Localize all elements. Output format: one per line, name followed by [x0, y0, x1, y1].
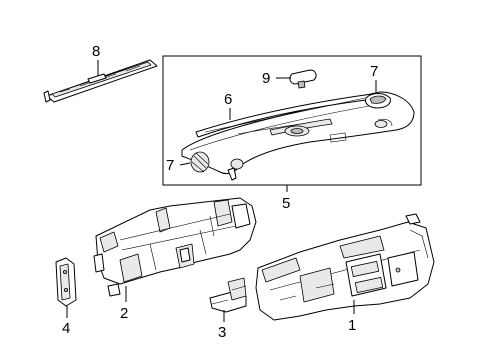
callout-4: 4: [62, 320, 70, 337]
part-5-instrument-panel-pad: [181, 91, 415, 181]
callout-1: 1: [348, 317, 356, 334]
part-1-instrument-panel-carrier: [255, 213, 435, 321]
callout-3: 3: [218, 324, 226, 341]
part-7-left-speaker-cover: [190, 151, 210, 173]
callout-5: 5: [282, 195, 290, 212]
part-9-sensor: [289, 69, 317, 89]
part-8-defroster-grille: [43, 59, 158, 103]
callout-9: 9: [262, 70, 270, 87]
part-7-right-speaker-cover: [365, 93, 391, 109]
assembly-box-5: [162, 55, 422, 186]
part-2-cross-car-beam: [93, 197, 257, 297]
callout-8: 8: [92, 43, 100, 60]
callout-6: 6: [224, 91, 232, 108]
part-4-bracket: [55, 257, 77, 307]
leader-7-left: [179, 162, 191, 166]
callout-7-right: 7: [370, 63, 378, 80]
part-3-bracket: [209, 277, 247, 313]
callout-7-left: 7: [166, 157, 174, 174]
callout-2: 2: [120, 305, 128, 322]
